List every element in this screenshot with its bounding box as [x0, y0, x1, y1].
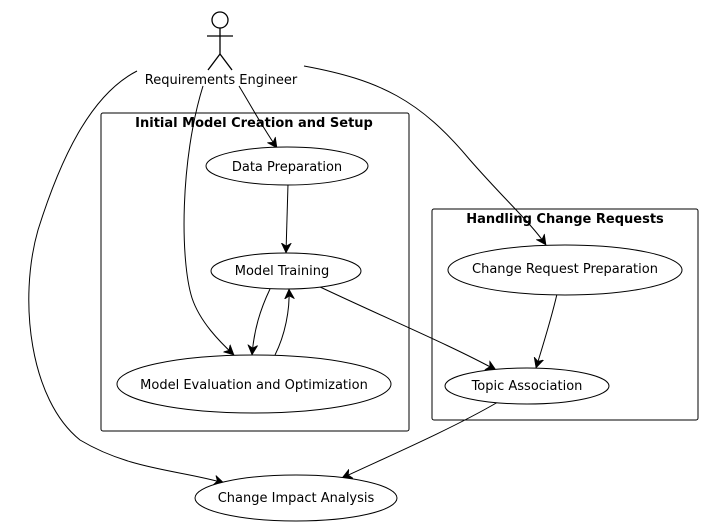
usecase-topic-association: Topic Association: [444, 367, 610, 405]
usecase-change-impact-analysis-ellipse: [194, 474, 398, 522]
usecase-model-evaluation: Model Evaluation and Optimization: [116, 354, 392, 414]
usecase-change-request-preparation-ellipse: [447, 244, 683, 296]
edge-model-training-to-model-evaluation: [252, 288, 271, 355]
usecase-data-preparation: Data Preparation: [205, 146, 369, 186]
usecase-model-training-label: Model Training: [235, 264, 329, 279]
edge-model-training-to-topic-association: [317, 285, 496, 371]
edges: [28, 65, 558, 483]
edge-model-evaluation-to-model-training: [274, 289, 289, 356]
edge-data-preparation-to-model-training: [286, 183, 288, 253]
usecase-topic-association-ellipse: [444, 367, 610, 405]
edge-actor-to-model-evaluation: [183, 85, 234, 355]
usecase-model-evaluation-label: Model Evaluation and Optimization: [140, 378, 368, 393]
edge-change-request-preparation-to-topic-association: [536, 293, 558, 368]
usecase-topic-association-label: Topic Association: [471, 379, 583, 394]
stick-figure-icon: [207, 11, 233, 71]
usecase-change-request-preparation: Change Request Preparation: [447, 244, 683, 296]
actor-requirements-engineer: Requirements Engineer: [145, 11, 298, 88]
edge-topic-association-to-change-impact-analysis: [342, 401, 499, 478]
usecase-change-impact-analysis: Change Impact Analysis: [194, 474, 398, 522]
usecase-model-training: Model Training: [210, 252, 362, 290]
actor-label: Requirements Engineer: [145, 73, 298, 88]
package-change-title: Handling Change Requests: [466, 212, 664, 227]
edge-actor-to-change-request-preparation: [303, 65, 547, 245]
edge-actor-to-data-preparation: [238, 85, 278, 148]
usecase-model-training-ellipse: [210, 252, 362, 290]
usecase-data-preparation-label: Data Preparation: [232, 160, 342, 175]
usecase-change-request-preparation-label: Change Request Preparation: [472, 262, 658, 277]
edge-actor-to-change-impact-analysis: [28, 70, 224, 483]
usecase-model-evaluation-ellipse: [116, 354, 392, 414]
usecase-change-impact-analysis-label: Change Impact Analysis: [218, 491, 375, 506]
package-initial-title: Initial Model Creation and Setup: [135, 116, 373, 131]
usecase-data-preparation-ellipse: [205, 146, 369, 186]
